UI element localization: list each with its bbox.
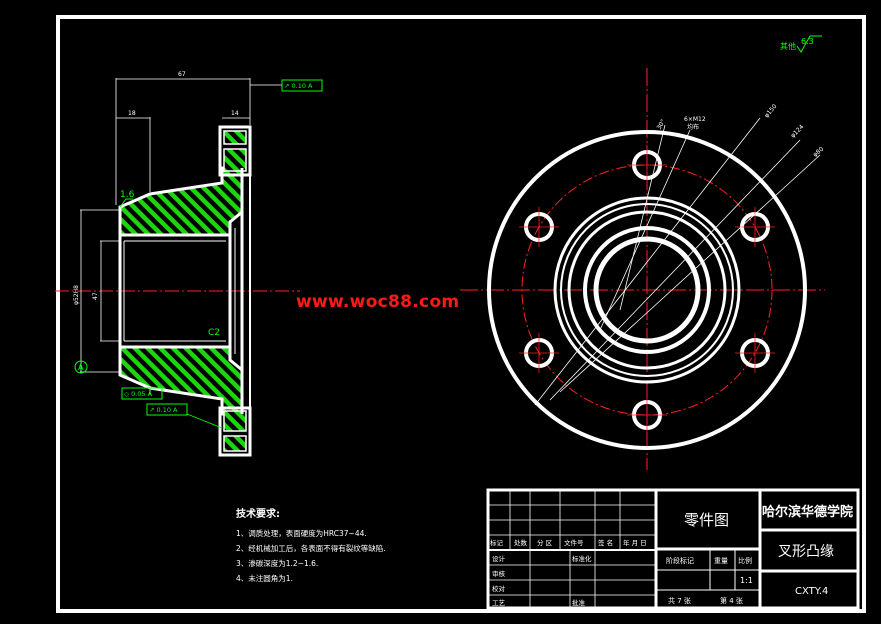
dim-angle: 30° [656,118,667,131]
surface-finish-label: 其他 [780,41,796,51]
row-process: 工艺 [492,599,506,607]
diameter-leaders [534,117,821,406]
outer-frame [56,15,866,613]
bore-circle [593,236,701,344]
chamfer-label: C2 [208,328,220,338]
header-sign: 签 名 [598,538,613,547]
flange-top [218,125,252,177]
section-view: 67 18 14 47 φ52H8 A 1.6 C2 [55,71,323,457]
svg-text:↗ 0.10 A: ↗ 0.10 A [284,82,313,90]
tolerance-perp-bottom: ↗ 0.10 A [146,403,223,429]
scale-value: 1:1 [740,576,753,585]
tech-requirement-3: 3、渗碳深度为1.2~1.6. [236,559,319,568]
tech-requirements-title: 技术要求: [236,509,280,520]
hub-circle-4 [583,226,711,354]
tolerance-perp-top: ↗ 0.10 A [250,79,323,92]
header-count: 处数 [514,538,528,547]
flange-top-hole-hatch [223,148,247,172]
title-block [486,488,860,610]
weight-label: 重量 [714,557,728,565]
total-sheets: 共 7 张 [668,596,691,605]
roughness-left: 1.6 [120,190,135,200]
standardized: 标准化 [572,554,592,563]
bore-body [118,233,232,349]
dim-bore-text: 47 [92,292,99,300]
drawing-number: CXTY.4 [795,586,828,597]
dim-total-length-text: 67 [178,71,186,78]
front-view: φ150 φ124 φ80 6×M12 均布 30° [460,68,825,470]
dim-holes: 6×M12 [684,116,706,123]
drawing-type: 零件图 [684,511,729,529]
watermark: www.woc88.com [296,292,460,312]
surface-finish-value: 6.3 [801,37,814,46]
row-design: 设计 [492,554,506,563]
bolt-circle [521,164,773,416]
dim-hub-length [116,117,151,192]
hub-circle-2 [560,203,734,377]
dim-outer-dia: φ150 [763,103,778,119]
dim-bore-upper-text: φ52H8 [73,285,80,305]
row-review: 审核 [492,569,506,578]
dim-hub-length-text: 18 [128,110,136,117]
header-doc: 文件号 [564,538,584,547]
dim-flange-thickness-text: 14 [231,110,239,117]
tech-requirement-1: 1、调质处理，表面硬度为HRC37~44. [236,529,367,538]
dim-bolt-circle-dia: φ124 [789,123,805,139]
tolerance-runout: ◇ 0.05 A [121,387,163,400]
dim-holes-note: 均布 [687,123,699,131]
hub-circle-3 [567,210,727,370]
dim-inner-dia: φ80 [812,146,826,159]
school-name: 哈尔滨华德学院 [762,504,853,520]
sheet-number: 第 4 张 [720,596,743,605]
surface-finish-mark: 其他 6.3 [780,35,822,53]
svg-text:◇ 0.05 A: ◇ 0.05 A [124,390,153,398]
svg-text:↗ 0.10 A: ↗ 0.10 A [149,406,178,414]
part-name: 叉形凸缘 [778,544,834,560]
datum-label: A [78,363,84,372]
header-zone: 分 区 [537,538,553,547]
datum-a-marker [74,360,88,374]
flange-bottom [218,406,252,457]
scale-label: 比例 [738,556,752,565]
stage-mark: 阶段标记 [666,556,694,565]
tech-requirements: 技术要求: 1、调质处理，表面硬度为HRC37~44. 2、经机械加工后，各表面… [236,505,386,586]
tech-requirement-4: 4、未注圆角为1. [236,574,293,583]
approved: 批准 [572,598,586,607]
tech-requirement-2: 2、经机械加工后，各表面不得有裂纹等缺陷. [236,544,386,553]
header-date: 年 月 日 [623,538,647,547]
outer-flange-circle [487,130,807,450]
dim-total-length [115,78,251,205]
row-check: 校对 [492,584,506,593]
header-mark: 标记 [490,538,504,547]
upper-section-hatch [118,166,244,237]
